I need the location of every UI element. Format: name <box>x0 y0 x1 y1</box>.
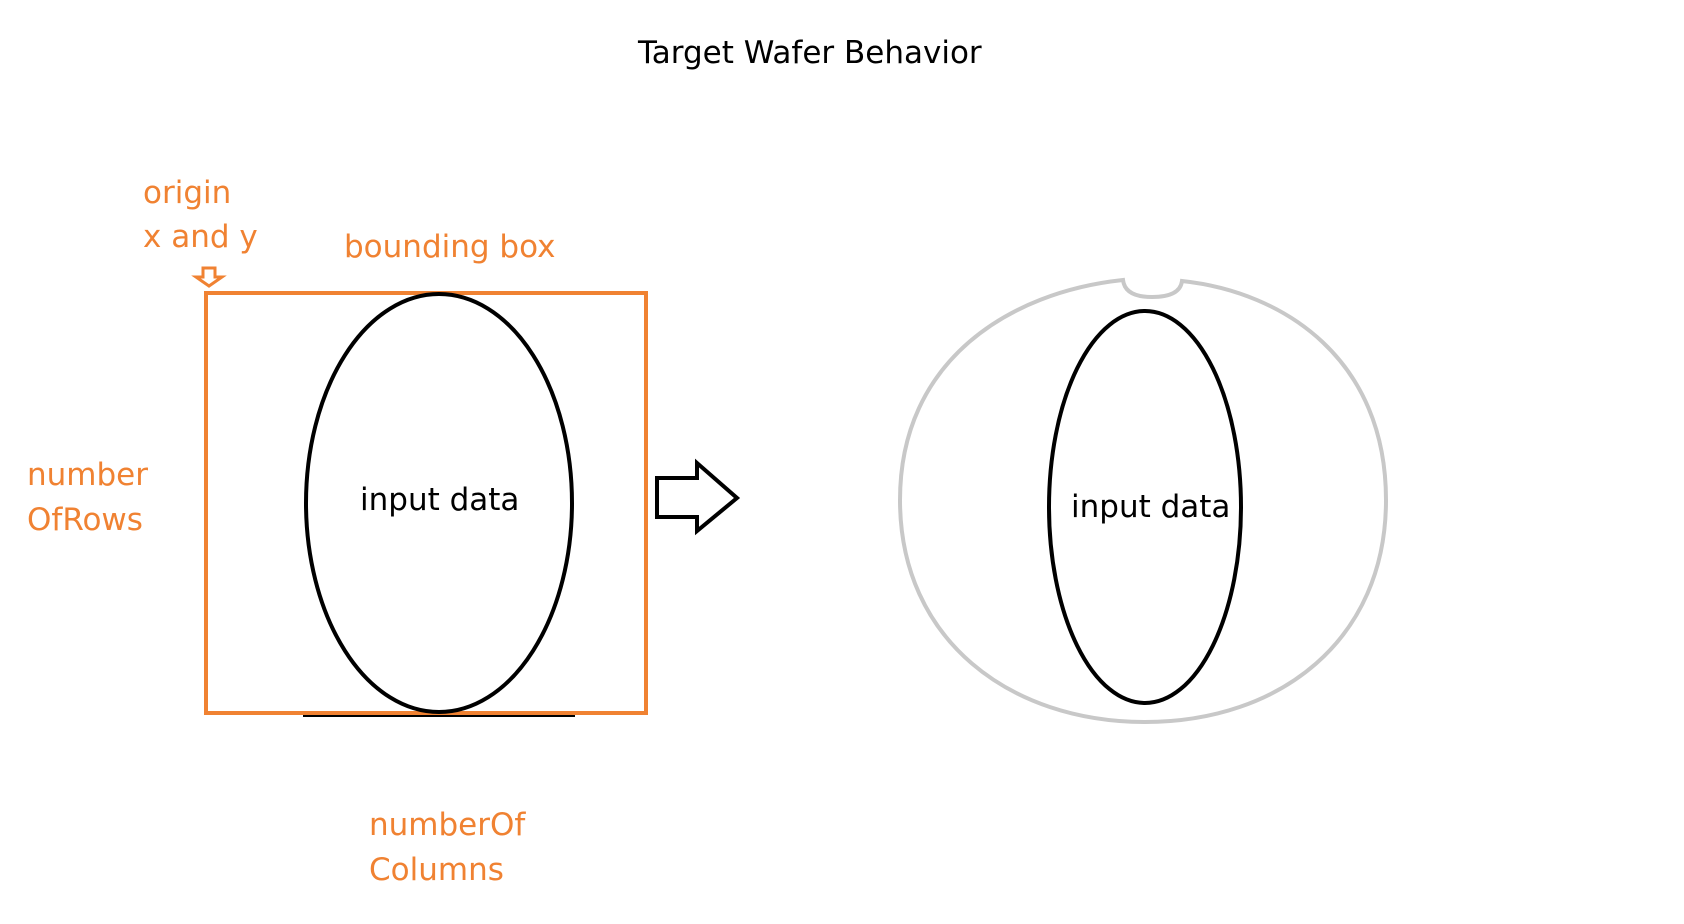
columns-label-line2: Columns <box>369 852 504 888</box>
columns-label-line1: numberOf <box>369 807 526 843</box>
down-arrow-icon <box>191 266 227 288</box>
wafer-outline-icon <box>897 277 1389 725</box>
input-data-label-left: input data <box>360 482 520 518</box>
origin-label-line1: origin <box>143 175 232 211</box>
right-arrow-icon <box>655 458 741 536</box>
rows-label-line2: OfRows <box>27 502 143 538</box>
input-data-ellipse-left <box>304 292 574 714</box>
bounding-box-label: bounding box <box>344 229 556 265</box>
columns-label: numberOf Columns <box>369 810 525 886</box>
origin-label: origin x and y <box>143 178 258 253</box>
origin-label-line2: x and y <box>143 219 258 255</box>
input-data-ellipse-right <box>1047 309 1243 705</box>
rows-label-line1: number <box>27 457 148 493</box>
page-title: Target Wafer Behavior <box>638 35 982 71</box>
input-data-label-right: input data <box>1071 489 1231 525</box>
rows-label: number OfRows <box>27 460 148 536</box>
